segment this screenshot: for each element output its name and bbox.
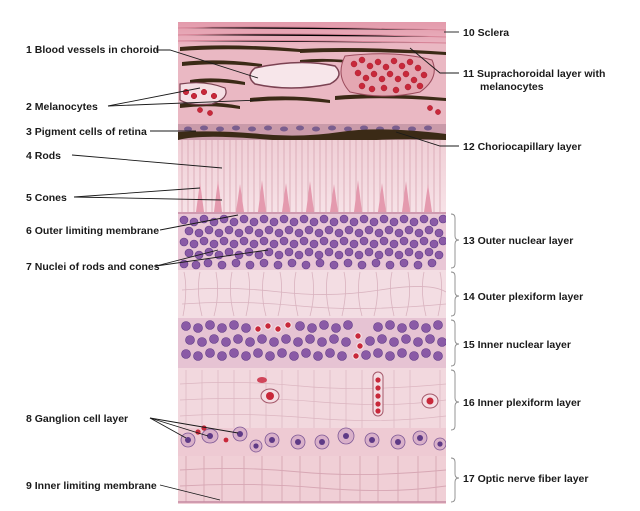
optic-nerve-fiber-layer xyxy=(178,456,446,504)
leader-inner-limiting xyxy=(159,484,221,501)
label-sclera: 10 Sclera xyxy=(463,27,509,39)
leader-ganglion-a xyxy=(149,417,187,439)
suprachoroid-melanocytes xyxy=(180,45,446,109)
rod-outer-segments xyxy=(181,140,441,212)
bracket-inner-plexiform xyxy=(450,369,460,431)
leader-ganglion-c xyxy=(149,417,239,434)
label-rods: 4 Rods xyxy=(26,150,61,162)
leader-outer-limiting xyxy=(159,214,239,231)
inner-nuclear-nuclei xyxy=(181,320,446,361)
leader-suprachoroidal xyxy=(409,47,459,74)
leader-choriocapillary xyxy=(395,131,459,147)
label-blood-vessels: 1 Blood vessels in choroid xyxy=(26,44,159,56)
leader-cones-b xyxy=(73,196,223,201)
label-inner-plexiform: 16 Inner plexiform layer xyxy=(463,397,581,409)
label-cones: 5 Cones xyxy=(26,192,67,204)
bracket-inner-nuclear xyxy=(450,319,460,367)
sclera-fibers xyxy=(178,26,446,44)
optic-nerve-fibers xyxy=(179,456,446,502)
right-labels: 10 Sclera 11 Suprachoroidal layer with m… xyxy=(463,27,605,485)
label-inner-limiting-membrane: 9 Inner limiting membrane xyxy=(26,480,157,492)
bracket-outer-plexiform xyxy=(450,271,460,317)
leader-rods xyxy=(71,154,223,169)
inner-nuclear-capillaries xyxy=(254,321,364,360)
label-optic-nerve-fiber: 17 Optic nerve fiber layer xyxy=(463,473,588,485)
label-inner-nuclear: 15 Inner nuclear layer xyxy=(463,339,571,351)
tissue-micrograph xyxy=(178,22,446,504)
cone-inner-segments xyxy=(196,180,432,212)
bracket-optic-nerve xyxy=(450,457,460,503)
leader-nuclei-b xyxy=(155,249,269,267)
left-leader-lines xyxy=(71,49,269,501)
label-outer-limiting-membrane: 6 Outer limiting membrane xyxy=(26,225,159,237)
ganglion-cell-nuclei xyxy=(185,431,443,449)
leader-melanocytes-a xyxy=(107,87,201,107)
inner-plexiform-vessels xyxy=(257,371,439,417)
leader-cones-a xyxy=(73,187,201,198)
rod-cone-nuclei xyxy=(179,214,446,270)
outer-plexiform-layer xyxy=(178,270,446,318)
pigment-melanin-band xyxy=(178,129,446,143)
ganglion-cells xyxy=(180,426,446,453)
label-suprachoroidal-cont: melanocytes xyxy=(480,81,544,93)
label-outer-nuclear: 13 Outer nuclear layer xyxy=(463,235,573,247)
red-blood-cells xyxy=(182,56,441,116)
layer-brackets xyxy=(450,213,460,503)
label-choriocapillary: 12 Choriocapillary layer xyxy=(463,141,581,153)
outer-plexiform-fibers xyxy=(181,271,446,317)
bracket-outer-nuclear xyxy=(450,213,460,269)
leader-nuclei-a xyxy=(155,249,219,267)
label-suprachoroidal: 11 Suprachoroidal layer with xyxy=(463,68,605,80)
label-pigment-cells: 3 Pigment cells of retina xyxy=(26,126,147,138)
ganglion-cell-band xyxy=(178,428,446,456)
leader-ganglion-b xyxy=(149,417,209,437)
label-melanocytes: 2 Melanocytes xyxy=(26,101,98,113)
label-nuclei-rods-cones: 7 Nuclei of rods and cones xyxy=(26,261,160,273)
leader-melanocytes-b xyxy=(107,99,261,107)
left-labels: 1 Blood vessels in choroid 2 Melanocytes… xyxy=(26,44,160,492)
label-ganglion-cell-layer: 8 Ganglion cell layer xyxy=(26,413,128,425)
leader-blood-vessels xyxy=(156,49,259,79)
right-leader-lines xyxy=(395,31,459,147)
label-outer-plexiform: 14 Outer plexiform layer xyxy=(463,291,583,303)
